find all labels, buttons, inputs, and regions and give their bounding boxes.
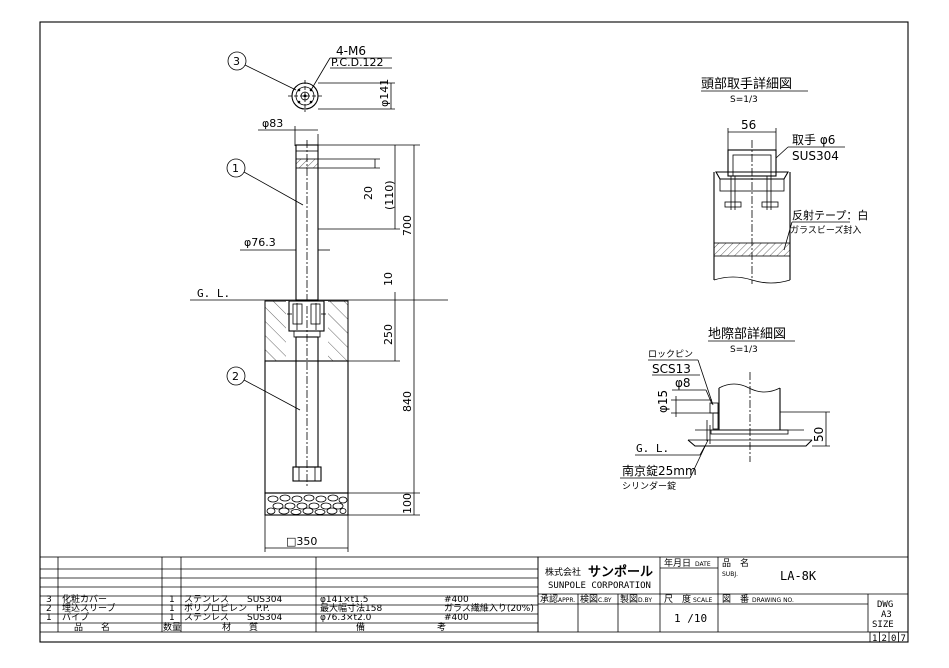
row-2-name: 埋込スリーブ (62, 602, 115, 614)
product-name: LA-8K (780, 569, 817, 583)
row-1-material: ステンレス SUS304 (184, 612, 282, 623)
dwg-size-label-2: A3 (881, 610, 892, 620)
head-dim-56: 56 (741, 118, 756, 132)
main-view: 4-M6 P.C.D.122 φ141 3 φ83 1 (190, 44, 448, 552)
row-3-no: 3 (46, 595, 52, 605)
header-name: 品 名 (74, 621, 110, 633)
row-1-note: #400 (444, 613, 469, 623)
cap-diameter-label: φ83 (262, 117, 283, 130)
sheet-border (39, 21, 909, 643)
sheet-digit-4: 7 (901, 634, 906, 644)
ground-dim-50: 50 (812, 427, 826, 442)
pipe-above-ground (295, 140, 319, 306)
row-1-spec: φ76.3×t2.0 (320, 613, 372, 623)
dim-700: 700 (401, 215, 414, 236)
foundation (264, 300, 349, 516)
sheet-number: 1 2 0 7 (869, 631, 909, 644)
date-label-en: DATE (695, 561, 711, 568)
callout-1: 1 (232, 162, 239, 175)
row-1-no: 1 (46, 613, 52, 623)
lockpin-material: SCS13 (652, 362, 691, 376)
tape-note: ガラスビーズ封入 (790, 224, 861, 236)
drawing-no-label: 図 番 (722, 593, 749, 605)
row-2-spec: 最大幅寸法158 (320, 602, 382, 614)
scale-en: SCALE (693, 597, 712, 604)
row-3-material: ステンレス SUS304 (184, 594, 282, 605)
callout-3: 3 (233, 55, 240, 68)
lockpin-label: ロックピン (648, 349, 693, 360)
bolt-count-label: 4-M6 (336, 44, 366, 58)
pipe-diameter-label: φ76.3 (244, 236, 276, 249)
sheet-digit-1: 1 (872, 634, 877, 644)
company-logo: サンポール (588, 564, 653, 580)
scale-label: 尺 度 (664, 593, 691, 605)
sheet-digit-2: 2 (882, 634, 887, 644)
head-detail-scale: S=1/3 (730, 95, 758, 105)
sheet-digit-3: 0 (891, 634, 896, 644)
parts-table: 3 化粧カバー 1 ステンレス SUS304 φ141×t1.5 #400 2 … (39, 556, 539, 633)
dim-20: 20 (362, 186, 375, 200)
callout-2: 2 (232, 370, 239, 383)
base-width-label: □350 (286, 535, 317, 548)
head-detail: 頭部取手詳細図 S=1/3 56 取手 φ6 SUS304 (701, 76, 868, 284)
head-detail-title: 頭部取手詳細図 (701, 76, 792, 92)
row-1-name: パイプ (62, 612, 89, 623)
ground-line-label: G. L. (197, 287, 230, 300)
title-block: 株式会社 サンポール SUNPOLE CORPORATION 年月日 DATE … (537, 556, 909, 633)
header-qty: 数量 (163, 621, 181, 633)
checked-label: 検図 (580, 593, 598, 605)
padlock-note: シリンダー錠 (622, 480, 676, 492)
top-view-flange: 4-M6 P.C.D.122 φ141 3 (227, 44, 395, 112)
drawing-no-en: DRAWING NO. (752, 597, 794, 604)
company-name-en: SUNPOLE CORPORATION (548, 581, 651, 591)
drawn-en: D.BY (638, 597, 652, 604)
row-1-qty: 1 (169, 613, 175, 623)
approved-label: 承認 (540, 593, 558, 605)
row-2-note: ガラス繊維入り(20%) (444, 602, 534, 614)
drawn-label: 製図 (620, 593, 638, 605)
row-2-no: 2 (46, 604, 52, 614)
pcd-label: P.C.D.122 (331, 56, 384, 69)
product-label: 品 名 (722, 557, 749, 569)
tape-label: 反射テープ：白 (792, 208, 868, 222)
dim-840: 840 (401, 391, 414, 412)
row-3-spec: φ141×t1.5 (320, 595, 369, 605)
dwg-size-label-1: DWG (877, 600, 893, 610)
dwg-size-label-3: SIZE (872, 620, 894, 630)
ground-detail-title: 地際部詳細図 (708, 326, 786, 342)
handle-material: SUS304 (792, 149, 839, 163)
pin-diameter: φ8 (675, 376, 691, 390)
detail-ground-line-label: G. L. (636, 442, 669, 455)
row-2-material: ポリプロピレン P.P. (184, 603, 270, 614)
scale-value: 1 /10 (674, 612, 707, 625)
header-remarks: 備 考 (356, 621, 446, 633)
row-3-qty: 1 (169, 595, 175, 605)
company-prefix: 株式会社 (545, 566, 581, 578)
top-diameter-label: φ141 (378, 79, 391, 107)
row-3-note: #400 (444, 595, 469, 605)
date-label: 年月日 (664, 557, 691, 569)
dim-100: 100 (401, 493, 414, 514)
row-2-qty: 1 (169, 604, 175, 614)
dim-250: 250 (382, 324, 395, 345)
ground-detail: 地際部詳細図 S=1/3 ロックピン SCS13 φ8 φ15 G (620, 326, 830, 492)
product-label-en: SUBJ. (722, 571, 738, 578)
dim-110: (110) (383, 180, 396, 210)
checked-en: C.BY (598, 597, 612, 604)
handle-label: 取手 φ6 (792, 133, 835, 147)
dim-10: 10 (382, 272, 395, 286)
ground-detail-scale: S=1/3 (730, 345, 758, 355)
row-3-name: 化粧カバー (62, 593, 107, 605)
approved-en: APPR. (558, 597, 575, 604)
header-material: 材 質 (222, 621, 258, 633)
lockpin-head-diameter: φ15 (656, 390, 670, 413)
padlock-label: 南京錠25mm (622, 463, 697, 478)
